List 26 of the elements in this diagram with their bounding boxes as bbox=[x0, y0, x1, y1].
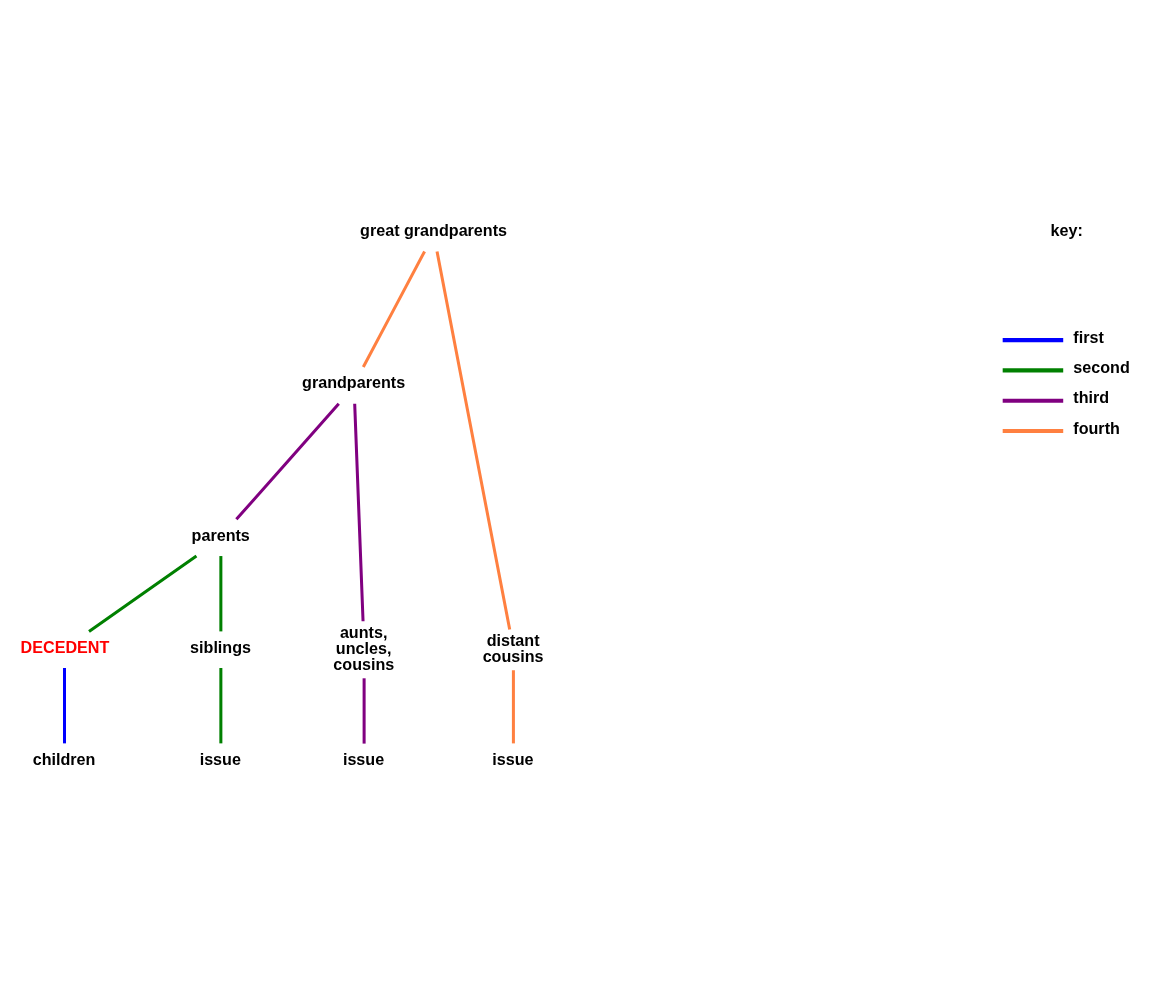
legend-label: third bbox=[1073, 387, 1110, 406]
node-text: issue bbox=[342, 749, 385, 768]
connector bbox=[353, 403, 365, 621]
node-text: grandparents bbox=[302, 372, 406, 391]
connector bbox=[235, 402, 340, 520]
legend-label: second bbox=[1073, 357, 1130, 376]
connector bbox=[435, 250, 512, 630]
connector bbox=[88, 554, 198, 633]
node-text: great grandparents bbox=[360, 220, 508, 239]
node-text: distant cousins bbox=[482, 630, 544, 665]
node-text: parents bbox=[191, 525, 250, 544]
connector bbox=[219, 555, 223, 631]
legend-label: fourth bbox=[1073, 418, 1120, 437]
connector bbox=[362, 677, 366, 744]
node-text: DECEDENT bbox=[20, 637, 110, 656]
node-text: issue bbox=[492, 749, 534, 768]
label: key: bbox=[1050, 220, 1083, 239]
connector bbox=[63, 667, 66, 743]
node-text: siblings bbox=[190, 637, 252, 656]
node-text: children bbox=[32, 749, 96, 768]
node-text: issue bbox=[199, 749, 241, 768]
connector bbox=[361, 250, 426, 368]
connector bbox=[511, 669, 515, 743]
legend-label: first bbox=[1073, 327, 1104, 346]
node-text: aunts, uncles, cousins bbox=[333, 622, 395, 673]
connector bbox=[219, 667, 223, 743]
